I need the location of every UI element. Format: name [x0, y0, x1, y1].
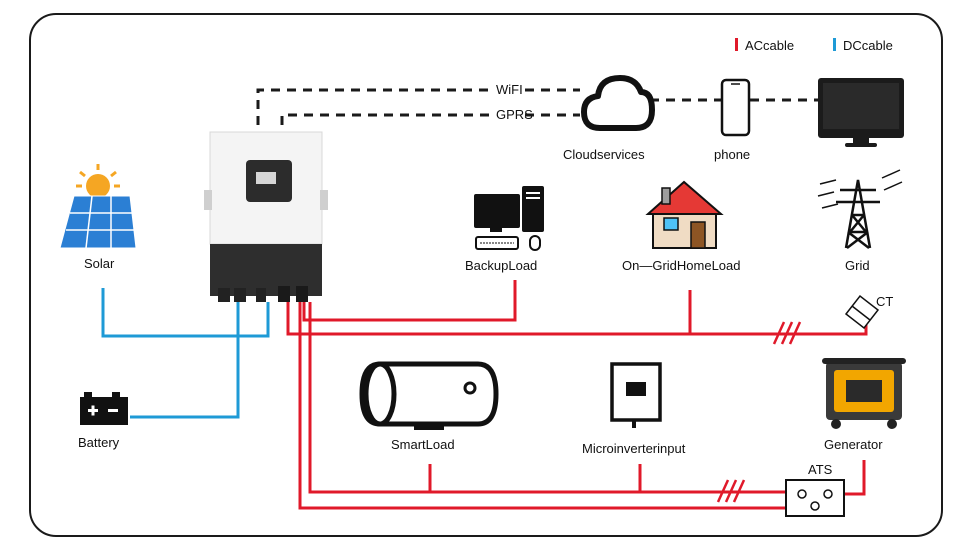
house-icon — [645, 180, 724, 249]
phone-label: phone — [714, 147, 750, 162]
battery-icon — [80, 392, 128, 425]
dc-legend-label: DCcable — [843, 38, 893, 53]
transfer-switch-icon — [785, 479, 845, 517]
cable-hatch-marks — [716, 321, 802, 503]
smart-load-label: SmartLoad — [391, 437, 455, 452]
on-grid-home-load-label: On—GridHomeLoad — [622, 258, 741, 273]
monitor-icon — [818, 78, 904, 147]
transmission-tower-icon — [817, 169, 903, 249]
wifi-link — [256, 88, 490, 125]
ats-ac-cable-outer — [298, 302, 812, 510]
backup-load-label: BackupLoad — [465, 258, 537, 273]
ac-legend-label: ACcable — [745, 38, 794, 53]
cloud-label: Cloudservices — [563, 147, 645, 162]
ac-cables — [286, 280, 868, 510]
backup-ac-cable — [302, 280, 517, 322]
microinverter-label: Microinverterinput — [582, 441, 686, 456]
cloud-icon — [581, 75, 655, 131]
solar-panel-icon — [59, 164, 137, 249]
dc-legend-swatch — [833, 38, 836, 51]
generator-label: Generator — [824, 437, 883, 452]
grid-label: Grid — [845, 258, 870, 273]
water-heater-icon — [359, 361, 499, 430]
smartphone-icon — [720, 78, 751, 137]
ats-label: ATS — [808, 462, 833, 477]
ct-label: CT — [876, 294, 893, 309]
desktop-computer-icon — [474, 186, 544, 251]
battery-dc-cable — [130, 302, 240, 419]
microinverter-icon — [610, 362, 662, 428]
gprs-label: GPRS — [496, 107, 533, 122]
solar-label: Solar — [84, 256, 115, 271]
ac-legend-swatch — [735, 38, 738, 51]
wifi-label: WiFI — [496, 82, 523, 97]
hybrid-inverter-icon — [204, 131, 328, 302]
dc-cables — [101, 288, 270, 419]
ats-ac-cable-inner — [308, 302, 800, 494]
outer-frame — [29, 13, 943, 537]
solar-dc-cable — [101, 288, 270, 338]
generator-icon — [822, 358, 906, 429]
gprs-link — [280, 113, 490, 125]
comm-links — [256, 88, 818, 125]
current-transformer-icon — [844, 294, 880, 330]
legend: ACcable DCcable — [735, 38, 893, 53]
grid-ac-cable — [286, 302, 868, 336]
battery-label: Battery — [78, 435, 120, 450]
